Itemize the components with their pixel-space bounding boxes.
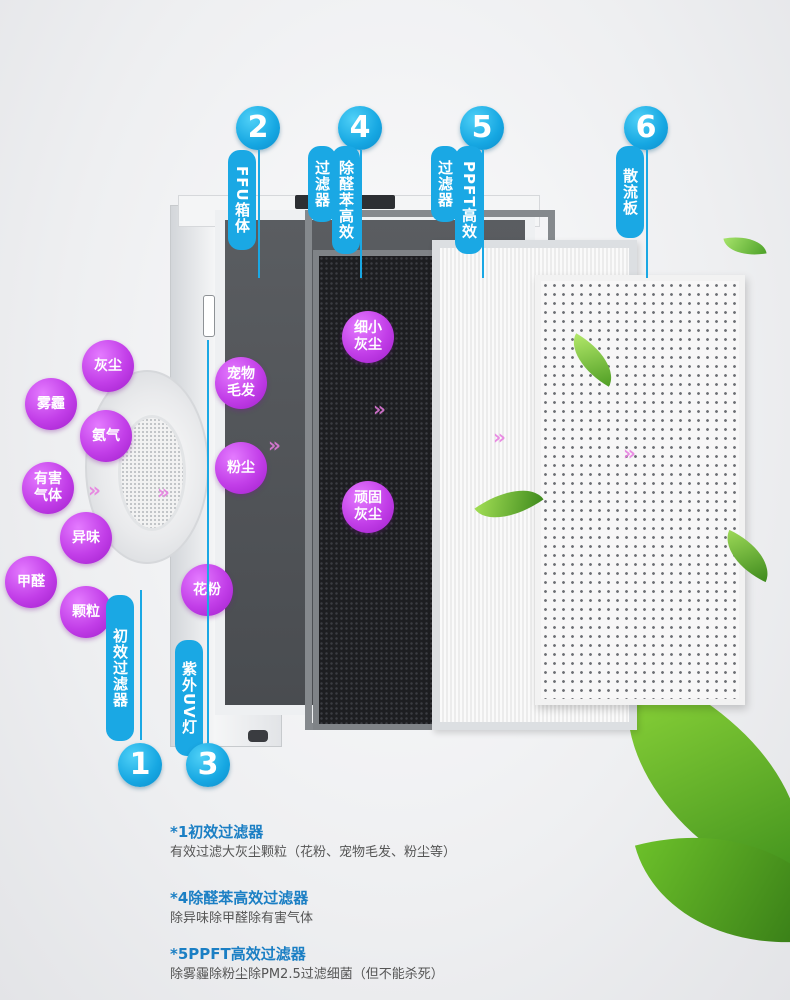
label-ppft-filter-line2: 过滤器: [431, 146, 459, 222]
callout-line-4: [360, 150, 362, 278]
callout-line-2: [258, 150, 260, 278]
flow-arrow-icon: »: [88, 478, 101, 502]
label-carbon-filter-line2: 过滤器: [308, 146, 336, 222]
badge-2: 2: [236, 106, 280, 150]
feature-5: *5PPFT高效过滤器 除雾霾除粉尘除PM2.5过滤细菌（但不能杀死）: [170, 944, 444, 984]
badge-6: 6: [624, 106, 668, 150]
label-ppft-filter-line1: PPFT高效: [455, 146, 483, 254]
bubble-formaldehyde: 甲醛: [5, 556, 57, 608]
flow-arrow-icon: »: [373, 397, 386, 421]
label-primary-filter: 初效过滤器: [106, 595, 134, 741]
badge-3: 3: [186, 743, 230, 787]
callout-line-1: [140, 590, 142, 740]
leaf-right-top: [723, 231, 767, 261]
label-carbon-filter-line1: 除醛苯高效: [332, 146, 360, 254]
badge-5: 5: [460, 106, 504, 150]
uv-lamp-slot: [203, 295, 215, 337]
label-uv-lamp: 紫外UV灯: [175, 640, 203, 756]
label-ffu-box: FFU箱体: [228, 150, 256, 250]
bubble-fine-dust: 细小灰尘: [342, 311, 394, 363]
bubble-pet-hair: 宠物毛发: [215, 357, 267, 409]
bubble-dust: 灰尘: [82, 340, 134, 392]
bubble-harmful-gas: 有害气体: [22, 462, 74, 514]
flow-arrow-icon: »: [623, 441, 636, 465]
feature-title: *5PPFT高效过滤器: [170, 945, 306, 963]
caster-wheel: [248, 730, 268, 742]
flow-arrow-icon: »: [493, 425, 506, 449]
bubble-stubborn-dust: 顽固灰尘: [342, 481, 394, 533]
badge-1: 1: [118, 743, 162, 787]
bubble-odor: 异味: [60, 512, 112, 564]
flow-arrow-icon: »: [268, 433, 281, 457]
callout-line-3: [207, 340, 209, 745]
badge-4: 4: [338, 106, 382, 150]
callout-line-6: [646, 150, 648, 278]
bubble-pollen-dust: 粉尘: [215, 442, 267, 494]
label-diffuser: 散流板: [616, 146, 644, 238]
flow-arrow-icon: »: [157, 480, 170, 504]
feature-desc: 除雾霾除粉尘除PM2.5过滤细菌（但不能杀死）: [170, 967, 444, 982]
diffuser-plate: [535, 275, 745, 705]
feature-4: *4除醛苯高效过滤器 除异味除甲醛除有害气体: [170, 888, 313, 928]
bubble-particles: 颗粒: [60, 586, 112, 638]
feature-desc: 除异味除甲醛除有害气体: [170, 911, 314, 926]
callout-line-5: [482, 150, 484, 278]
feature-title: *1初效过滤器: [170, 823, 264, 841]
bubble-ammonia: 氨气: [80, 410, 132, 462]
bubble-smog: 雾霾: [25, 378, 77, 430]
feature-1: *1初效过滤器 有效过滤大灰尘颗粒（花粉、宠物毛发、粉尘等）: [170, 822, 456, 862]
feature-title: *4除醛苯高效过滤器: [170, 889, 309, 907]
feature-desc: 有效过滤大灰尘颗粒（花粉、宠物毛发、粉尘等）: [170, 845, 457, 860]
